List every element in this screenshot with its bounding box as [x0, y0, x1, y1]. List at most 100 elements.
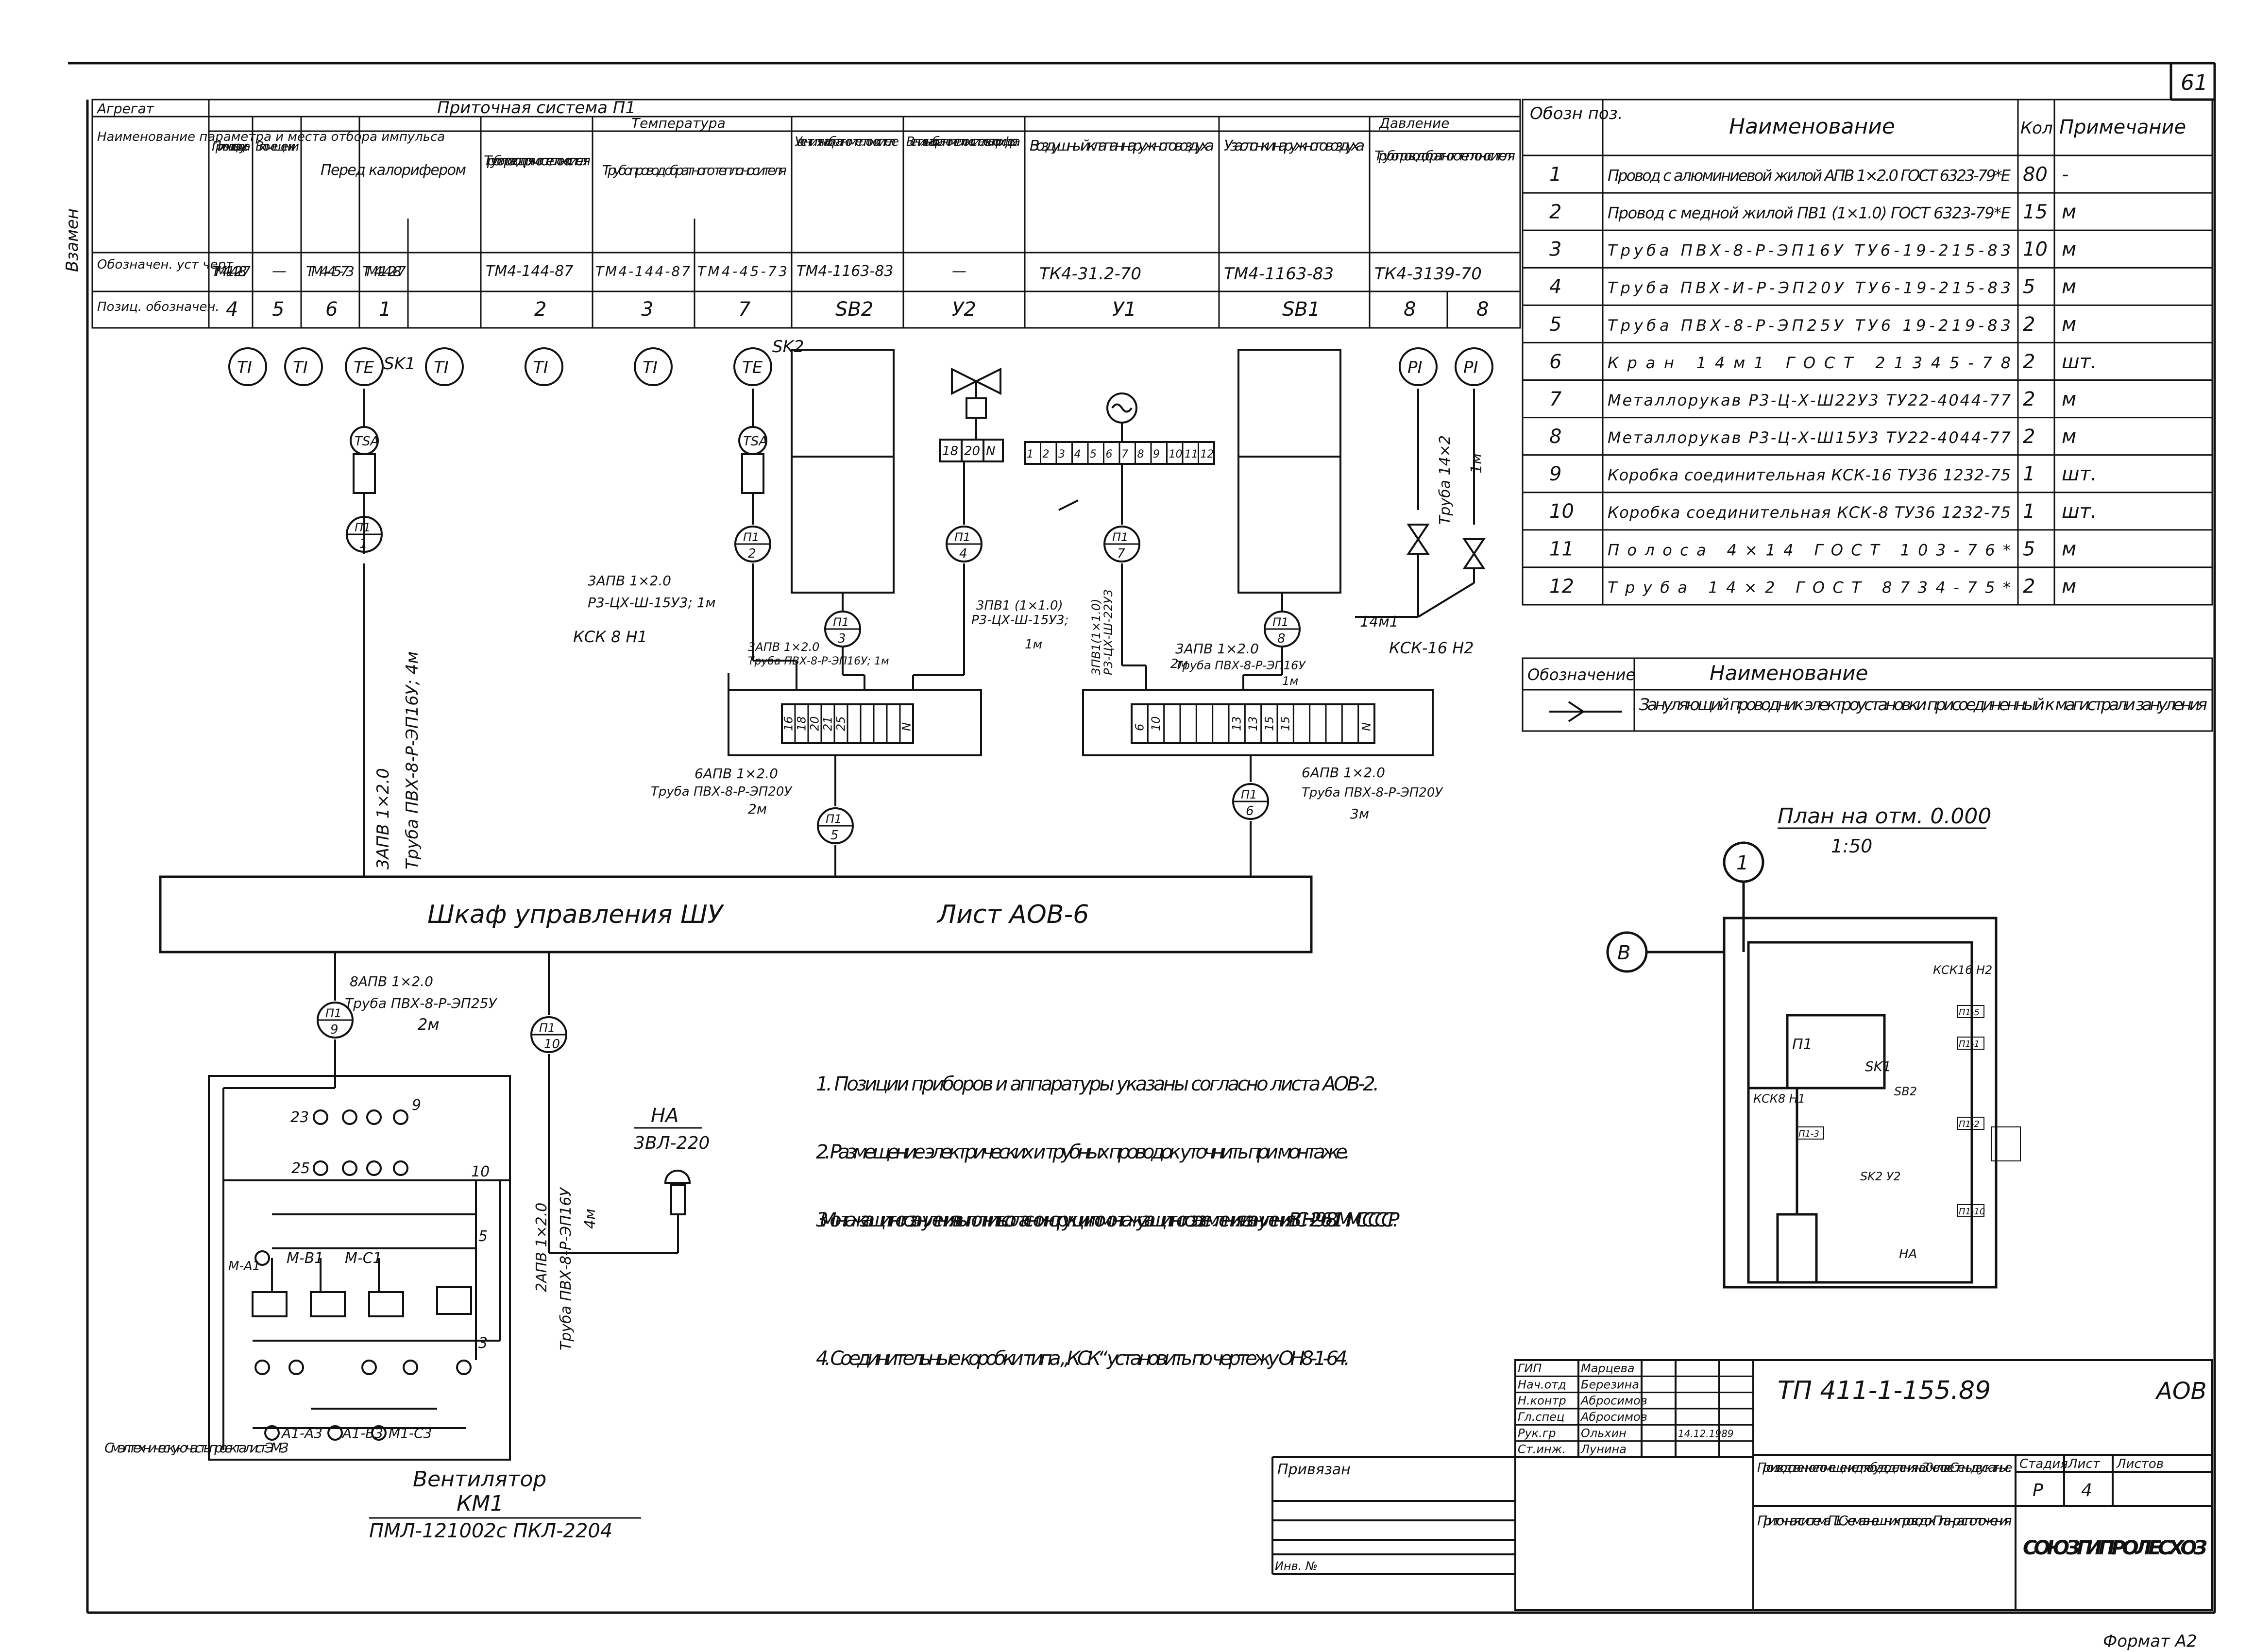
floor-plan: План на отм. 0.000 1:50 1 В КСК16 Н2 П1 …	[1606, 804, 2021, 1289]
col-name-5: Трубопровод обратного теплоносителя	[602, 162, 787, 178]
spec-row-note: шт.	[2062, 500, 2097, 523]
spec-row-note: м	[2062, 276, 2076, 298]
agregat-label: Агрегат	[96, 101, 154, 117]
motor-km: КМ1	[457, 1491, 504, 1516]
tb-role: Рук.гр	[1518, 1426, 1556, 1440]
plan-axis-1: 1	[1736, 852, 1748, 874]
wire-label-11: 2м	[1170, 657, 1188, 671]
instrument-label: TI	[533, 358, 548, 377]
box-terminal: 10	[1149, 716, 1163, 731]
plan-axis-b: В	[1617, 942, 1630, 964]
col-name-10: У заслонки наружного воздуха	[1224, 137, 1365, 154]
wire-label-15: 14м1	[1360, 613, 1399, 630]
spec-row-pos: 8	[1549, 426, 1561, 448]
spec-header-name: Наименование	[1729, 114, 1895, 139]
tsa-bubble: TSA	[350, 426, 379, 455]
side-note: См эл.техническую часть проекта лист ЭМ-…	[104, 1440, 289, 1456]
terminal: 9	[1153, 448, 1160, 460]
spec-row-name: Металлорукав Р3-Ц-Х-Ш22У3 ТУ22-4044-77	[1608, 391, 2011, 409]
note-4: 4. Соединительные коробки типа „КСК“ уст…	[816, 1347, 1350, 1370]
format-label: Формат А2	[2103, 1632, 2197, 1651]
spec-row-note: -	[2062, 163, 2068, 186]
p-circle-label: П1	[743, 530, 759, 544]
box-left-label: КСК 8 Н1	[573, 628, 647, 646]
col-name-4: Трубопровод прямого теплоносителя	[484, 153, 591, 169]
spec-row-note: шт.	[2062, 351, 2097, 373]
instrument-column-names: Приточного воздуха В помещении Перед кал…	[212, 135, 1515, 179]
spec-row-qty: 2	[2023, 388, 2035, 410]
spec-row-pos: 11	[1549, 538, 1574, 560]
p-circle-number: 8	[1277, 631, 1286, 646]
stage-header: Стадия	[2019, 1457, 2068, 1471]
code-1: —	[272, 263, 287, 280]
code-10: ТМ4-1163-83	[1224, 264, 1334, 284]
sk2-switch-box	[741, 349, 895, 690]
spec-row-pos: 1	[1549, 163, 1561, 186]
wire-label-0: 3АПВ 1×2.0	[373, 768, 393, 869]
spec-row-pos: 4	[1549, 276, 1561, 298]
left-sensor-chain	[353, 389, 376, 877]
box-right-label: КСК-16 Н2	[1389, 639, 1474, 657]
spec-row-qty: 2	[2023, 351, 2035, 373]
pos-8: У2	[952, 298, 976, 321]
wire-label-28: Труба ПВХ-8-Р-ЭП16У	[558, 1187, 575, 1350]
spec-row-qty: 5	[2023, 276, 2035, 298]
terminal: 4	[1074, 448, 1081, 460]
motor-contact-18: А1-В3	[341, 1425, 383, 1441]
terminal: 1	[1027, 448, 1034, 460]
box-terminal: 15	[1279, 716, 1292, 731]
note-3: 3. Монтаж защитного зануления выполнить …	[816, 1209, 1400, 1231]
org-name: СОЮЗГИПРОЛЕСХОЗ	[2023, 1537, 2207, 1559]
pos-11: 8	[1404, 298, 1416, 321]
plan-label-9: П1-2	[1959, 1119, 1980, 1129]
legend-table: Обозначение Наименование Зануляющий пров…	[1522, 657, 2213, 732]
tb-role: Ст.инж.	[1518, 1443, 1566, 1456]
box-terminal: N	[900, 722, 914, 731]
small-strip-n: N	[986, 444, 995, 459]
instrument-bubble-ti: TI	[284, 347, 323, 386]
p-circle-number: 1	[359, 537, 368, 551]
pos-4: 2	[534, 298, 546, 321]
instrument-positions: 4 5 6 1 2 3 7 SB2 У2 У1 SB1 8 8	[226, 298, 1489, 321]
box-terminal: 13	[1246, 716, 1260, 731]
box-terminal: 16	[782, 716, 796, 731]
wire-label-26: 2м	[418, 1015, 440, 1034]
p-circle-3: П13	[824, 611, 861, 647]
spec-row-note: м	[2062, 313, 2076, 336]
wire-label-13: Труба ПВХ-8-Р-ЭП16У	[1175, 659, 1306, 672]
system-title: Приточная система П1	[437, 98, 636, 118]
code-0: ТМ4-142-87	[212, 263, 251, 279]
col-name-0: Приточного воздуха	[212, 139, 251, 154]
wire-label-19: Труба ПВХ-8-Р-ЭП20У	[651, 784, 793, 799]
box-to-cabinet-lines	[334, 755, 1252, 1253]
control-cabinet: Шкаф управления ШУ Лист АОВ-6	[159, 875, 1313, 954]
pos-2: 6	[325, 298, 338, 321]
motor-contact-0: 23	[290, 1109, 309, 1126]
instrument-label: TI	[643, 358, 658, 377]
pos-7: SB2	[835, 298, 873, 321]
motor-contact-19: М1-С3	[389, 1425, 432, 1441]
spec-header-qty: Кол	[2020, 119, 2053, 138]
code-9: ТК4-31.2-70	[1039, 264, 1141, 284]
row-label-position: Позиц. обозначен.	[97, 300, 220, 314]
inv-number: Инв. №	[1275, 1559, 1318, 1573]
instrument-bubble-te: TE	[733, 347, 772, 386]
motor-contact-13: 3	[478, 1335, 488, 1352]
small-strip-18: 18	[942, 444, 958, 459]
motor-contact-labels: 23 9 25 10 5 3 М-В1 М-С1 М-А1 А1-А3 А1-В…	[228, 1097, 490, 1441]
spec-row-name: Труба ПВХ-8-Р-ЭП16У ТУ6-19-215-83	[1608, 241, 2011, 260]
object-name: Производственное помещение для обуздодел…	[1757, 1461, 2012, 1475]
instrument-table: Агрегат Приточная система П1 Наименовани…	[91, 98, 1521, 329]
code-2: ТМ4-45-73	[306, 263, 355, 279]
code-7: ТМ4-1163-83	[797, 263, 893, 280]
col-name-7: У вентиля на обратном теплоносителе	[795, 135, 899, 149]
motor-caption: Вентилятор КМ1 ПМЛ-121002с ПКЛ-2204	[369, 1467, 641, 1542]
p-circle-9: П19	[317, 1002, 354, 1039]
p-circle-number: 7	[1117, 546, 1125, 561]
wire-label-22: Труба ПВХ-8-Р-ЭП20У	[1302, 785, 1443, 800]
motor-contact-14: М-В1	[287, 1250, 323, 1267]
